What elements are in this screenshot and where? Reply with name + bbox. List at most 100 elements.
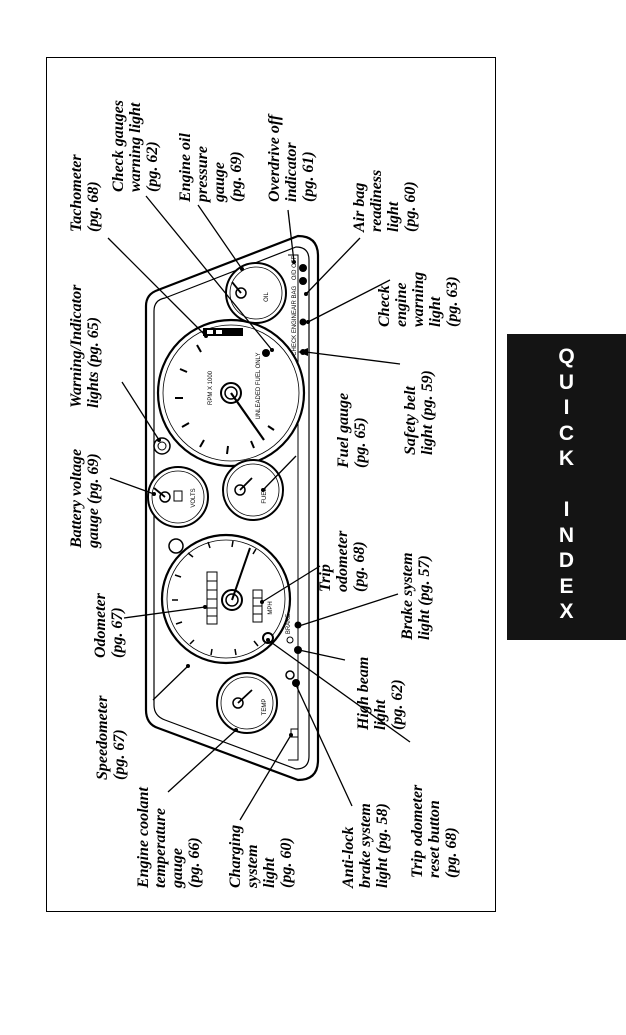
overdrive-line1: Overdrive off [266,113,283,202]
leader-arrowheads [152,260,310,737]
odometer-line2: (pg. 67) [109,607,126,658]
label-trip-odometer: Trip odometer (pg. 68) [317,530,368,592]
air-bag-line3: light [385,201,402,232]
quick-index-letter: K [558,447,575,470]
quick-index-letter: U [558,370,575,394]
label-coolant: Engine coolant temperature gauge (pg. 66… [135,787,203,889]
oil-label: OIL [264,292,270,302]
label-safety-belt: Safety belt light (pg. 59) [402,370,436,455]
quick-index-letter: C [558,421,575,445]
charging-line3: light [261,857,278,888]
label-charging: Charging system light (pg. 60) [227,825,295,889]
check-engine-line3: warning [410,272,427,327]
speedometer-line2: (pg. 67) [111,729,128,780]
brake-line2: light (pg. 57) [416,555,433,640]
check-engine-line5: (pg. 63) [444,276,461,327]
label-brake: Brake system light (pg. 57) [399,552,433,641]
oil-pressure-line1: Engine oil [177,133,194,203]
quick-index-letter: I [563,396,570,419]
label-warning-indicator: Warning/Indicator lights (pg. 65) [68,284,102,408]
battery-line2: gauge (pg. 69) [85,453,102,549]
quick-index-letter: E [559,574,574,598]
label-high-beam: High beam light (pg. 62) [355,657,406,731]
label-odometer: Odometer (pg. 67) [92,592,126,658]
tachometer-line2: (pg. 68) [85,181,102,232]
label-air-bag: Air bag readiness light (pg. 60) [351,170,419,233]
quick-index-letter: N [558,523,575,547]
coolant-temperature-gauge: TEMP [216,672,278,734]
coolant-line1: Engine coolant [135,787,152,889]
cluster-indicator-circle [153,437,171,455]
high-beam-line3: (pg. 62) [389,679,406,730]
check-engine-line4: light [427,296,444,327]
tachometer-line1: Tachometer [68,154,85,232]
unleaded-fuel-label: UNLEADED FUEL ONLY [256,352,262,419]
odometer-line1: Odometer [92,592,109,658]
label-check-engine: Check engine warning light (pg. 63) [376,272,461,327]
speedometer-line1: Speedometer [94,695,111,780]
charging-line4: (pg. 60) [278,837,295,888]
warning-indicator-line2: lights (pg. 65) [85,317,102,408]
antilock-line1: Anti-lock [340,827,357,889]
odometer-display [206,571,218,625]
safety-belt-line2: light (pg. 59) [419,370,436,455]
fuel-line2: (pg. 65) [352,417,369,468]
charging-line1: Charging [227,825,244,888]
quick-index-letter: I [563,498,570,521]
label-fuel: Fuel gauge (pg. 65) [335,393,369,469]
warning-indicator-line1: Warning/Indicator [68,284,85,408]
trip-reset-line2: reset button [426,800,443,878]
label-battery: Battery voltage gauge (pg. 69) [68,449,102,549]
check-gauges-line2: warning light [127,102,144,192]
overdrive-line2: indicator [283,142,300,202]
cluster-indicator-circle-2 [168,538,184,554]
check-engine-line1: Check [376,285,393,327]
air-bag-line4: (pg. 60) [402,181,419,232]
check-engine-line2: engine [393,283,410,327]
charging-line2: system [244,844,261,889]
label-overdrive: Overdrive off indicator (pg. 61) [266,113,317,202]
antilock-line2: brake system [357,803,374,888]
oil-pressure-line2: pressure [194,146,211,204]
air-bag-line1: Air bag [351,183,368,233]
overdrive-line3: (pg. 61) [300,151,317,202]
volts-label: VOLTS [191,488,197,507]
check-gauges-line1: Check gauges [110,100,127,192]
battery-line1: Battery voltage [68,449,85,549]
oil-pressure-line3: gauge [211,162,228,203]
brake-tag: BRAKE [286,614,292,634]
coolant-line4: (pg. 66) [186,837,203,888]
coolant-line2: temperature [152,808,169,888]
trip-odometer-line1: Trip [317,564,334,592]
fuel-line1: Fuel gauge [335,393,352,469]
trip-reset-line1: Trip odometer [409,784,426,878]
oil-pressure-line4: (pg. 69) [228,151,245,202]
air-bag-line2: readiness [368,170,385,232]
check-gauges-light [262,349,270,357]
trip-odometer-line2: odometer [334,530,351,592]
od-off-tag: O/D OFF [292,256,298,281]
oil-pressure-gauge: OIL [225,262,287,324]
label-antilock: Anti-lock brake system light (pg. 58) [340,803,391,889]
quick-index-letter: X [559,600,574,623]
fuel-gauge: FUEL [222,459,284,521]
label-oil-pressure: Engine oil pressure gauge (pg. 69) [177,133,245,204]
speedometer-gauge: MPH [160,533,292,665]
temp-label: TEMP [262,699,268,716]
check-engine-tag: CHECK ENGINE [292,310,298,356]
antilock-line3: light (pg. 58) [374,803,391,888]
quick-index-letter: Q [558,345,575,368]
check-gauges-line3: (pg. 62) [144,141,161,192]
speed-units-label: MPH [268,601,274,614]
label-check-gauges: Check gauges warning light (pg. 62) [110,100,161,192]
battery-voltage-gauge: VOLTS [147,466,209,528]
trip-odometer-line3: (pg. 68) [351,541,368,592]
high-beam-line1: High beam [355,657,372,731]
quick-index-letter: D [558,549,575,572]
coolant-line3: gauge [169,848,186,889]
high-beam-line2: light [372,699,389,730]
label-tachometer: Tachometer (pg. 68) [68,154,102,232]
